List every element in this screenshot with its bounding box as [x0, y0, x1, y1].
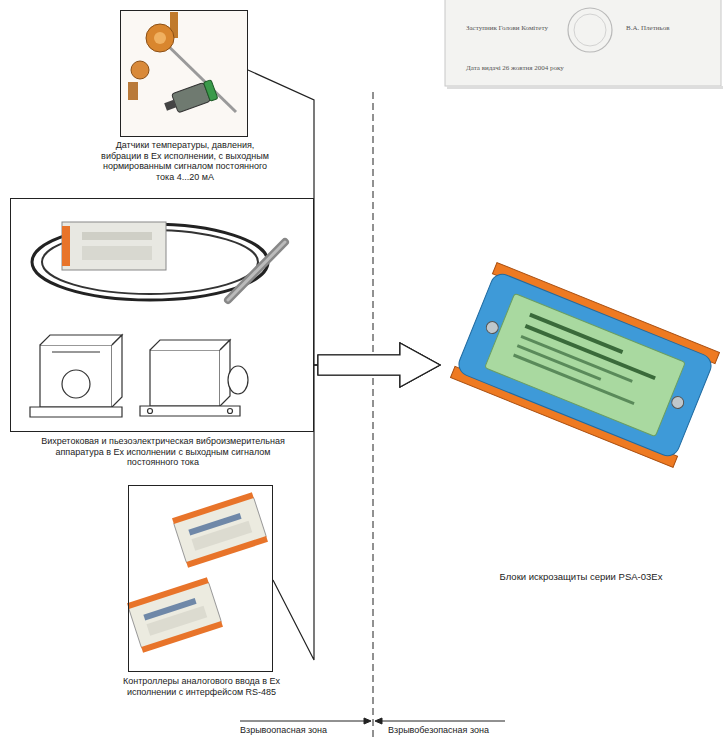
caption: Блоки искрозащиты серии PSA-03Ex [446, 572, 716, 583]
illustration-part [112, 335, 122, 407]
sensors-picture [121, 11, 247, 136]
illustration-part [203, 80, 217, 102]
vibration-equipment-picture [30, 222, 285, 417]
illustration-part [172, 492, 254, 524]
illustration-part [154, 32, 166, 44]
picture-box: Вихретоковая и пьезоэлектрическая виброи… [10, 198, 314, 432]
zone-label: Взрывобезопасная зона [388, 725, 489, 735]
illustration-part [150, 340, 230, 350]
illustration-part [172, 492, 268, 567]
zone-arrows [240, 718, 505, 724]
illustration-part [485, 293, 686, 436]
illustration-part [150, 350, 220, 406]
illustration-part [228, 242, 285, 300]
illustration-part [141, 621, 223, 653]
illustration-part [128, 82, 138, 100]
connector-line [273, 365, 318, 660]
bracket-connector [248, 70, 440, 387]
illustration-part [160, 38, 236, 112]
hollow-arrow [318, 343, 440, 387]
zone-boundary [373, 92, 374, 739]
illustration-part [62, 226, 70, 266]
illustration-part [131, 61, 149, 79]
controllers-picture [127, 492, 268, 652]
psa-device-picture [451, 263, 720, 468]
illustration-part [30, 407, 122, 417]
certificate-text: Дата видачі 26 жовтня 2004 року [466, 64, 564, 72]
illustration-part [62, 222, 166, 270]
caption: Вихретоковая и пьезоэлектрическая виброи… [38, 436, 288, 468]
illustration-part [164, 100, 176, 111]
illustration-part [82, 232, 152, 240]
illustration-part [447, 86, 723, 89]
illustration-part [228, 366, 248, 394]
illustration-part [525, 324, 656, 380]
illustration-part [162, 80, 218, 117]
illustration-part [228, 409, 233, 414]
illustration-part [380, 721, 505, 722]
illustration-part [30, 335, 248, 417]
illustration-part [520, 335, 632, 383]
connector-line [248, 70, 318, 365]
device-box: Блоки искрозащиты серии PSA-03Ex [440, 225, 722, 505]
illustration-part [82, 246, 152, 260]
illustration-part [62, 370, 90, 398]
illustration-part [127, 577, 209, 609]
hollow-arrow [318, 343, 440, 387]
picture-box: Контроллеры аналогового ввода в Ex испол… [128, 485, 273, 672]
illustration-part [186, 536, 268, 568]
illustration-part [670, 395, 686, 411]
bracket-connector [314, 343, 440, 387]
illustration-part [40, 345, 112, 407]
illustration-part [574, 14, 606, 46]
picture-box: Датчики температуры, давления, вибрации … [120, 10, 248, 137]
illustration-part [220, 340, 230, 406]
caption: Датчики температуры, давления, вибрации … [96, 140, 274, 182]
caption: Контроллеры аналогового ввода в Ex испол… [119, 676, 284, 697]
illustration-part [240, 721, 366, 722]
illustration-part [568, 8, 612, 52]
illustration-part [445, 0, 721, 86]
illustration-part [172, 82, 211, 112]
illustration-part [40, 335, 122, 345]
illustration-part [513, 354, 635, 405]
illustration-part [484, 320, 500, 336]
illustration-part [375, 718, 382, 724]
zone-label: Взрывоопасная зона [240, 725, 327, 735]
certificate-fragment [445, 0, 723, 89]
illustration-part [121, 11, 247, 136]
illustration-part [455, 271, 714, 460]
illustration-part [146, 24, 174, 52]
illustration-part [364, 718, 371, 724]
certificate-text: Заступник Голови Комітету [466, 24, 548, 32]
certificate-text: В.А. Плетньов [626, 24, 669, 32]
illustration-part [127, 577, 223, 652]
hollow-arrow [318, 343, 440, 387]
illustration-part [140, 406, 240, 416]
bracket-connector [273, 343, 440, 660]
illustration-part [52, 351, 100, 352]
illustration-part [228, 242, 285, 300]
illustration-part [148, 409, 153, 414]
